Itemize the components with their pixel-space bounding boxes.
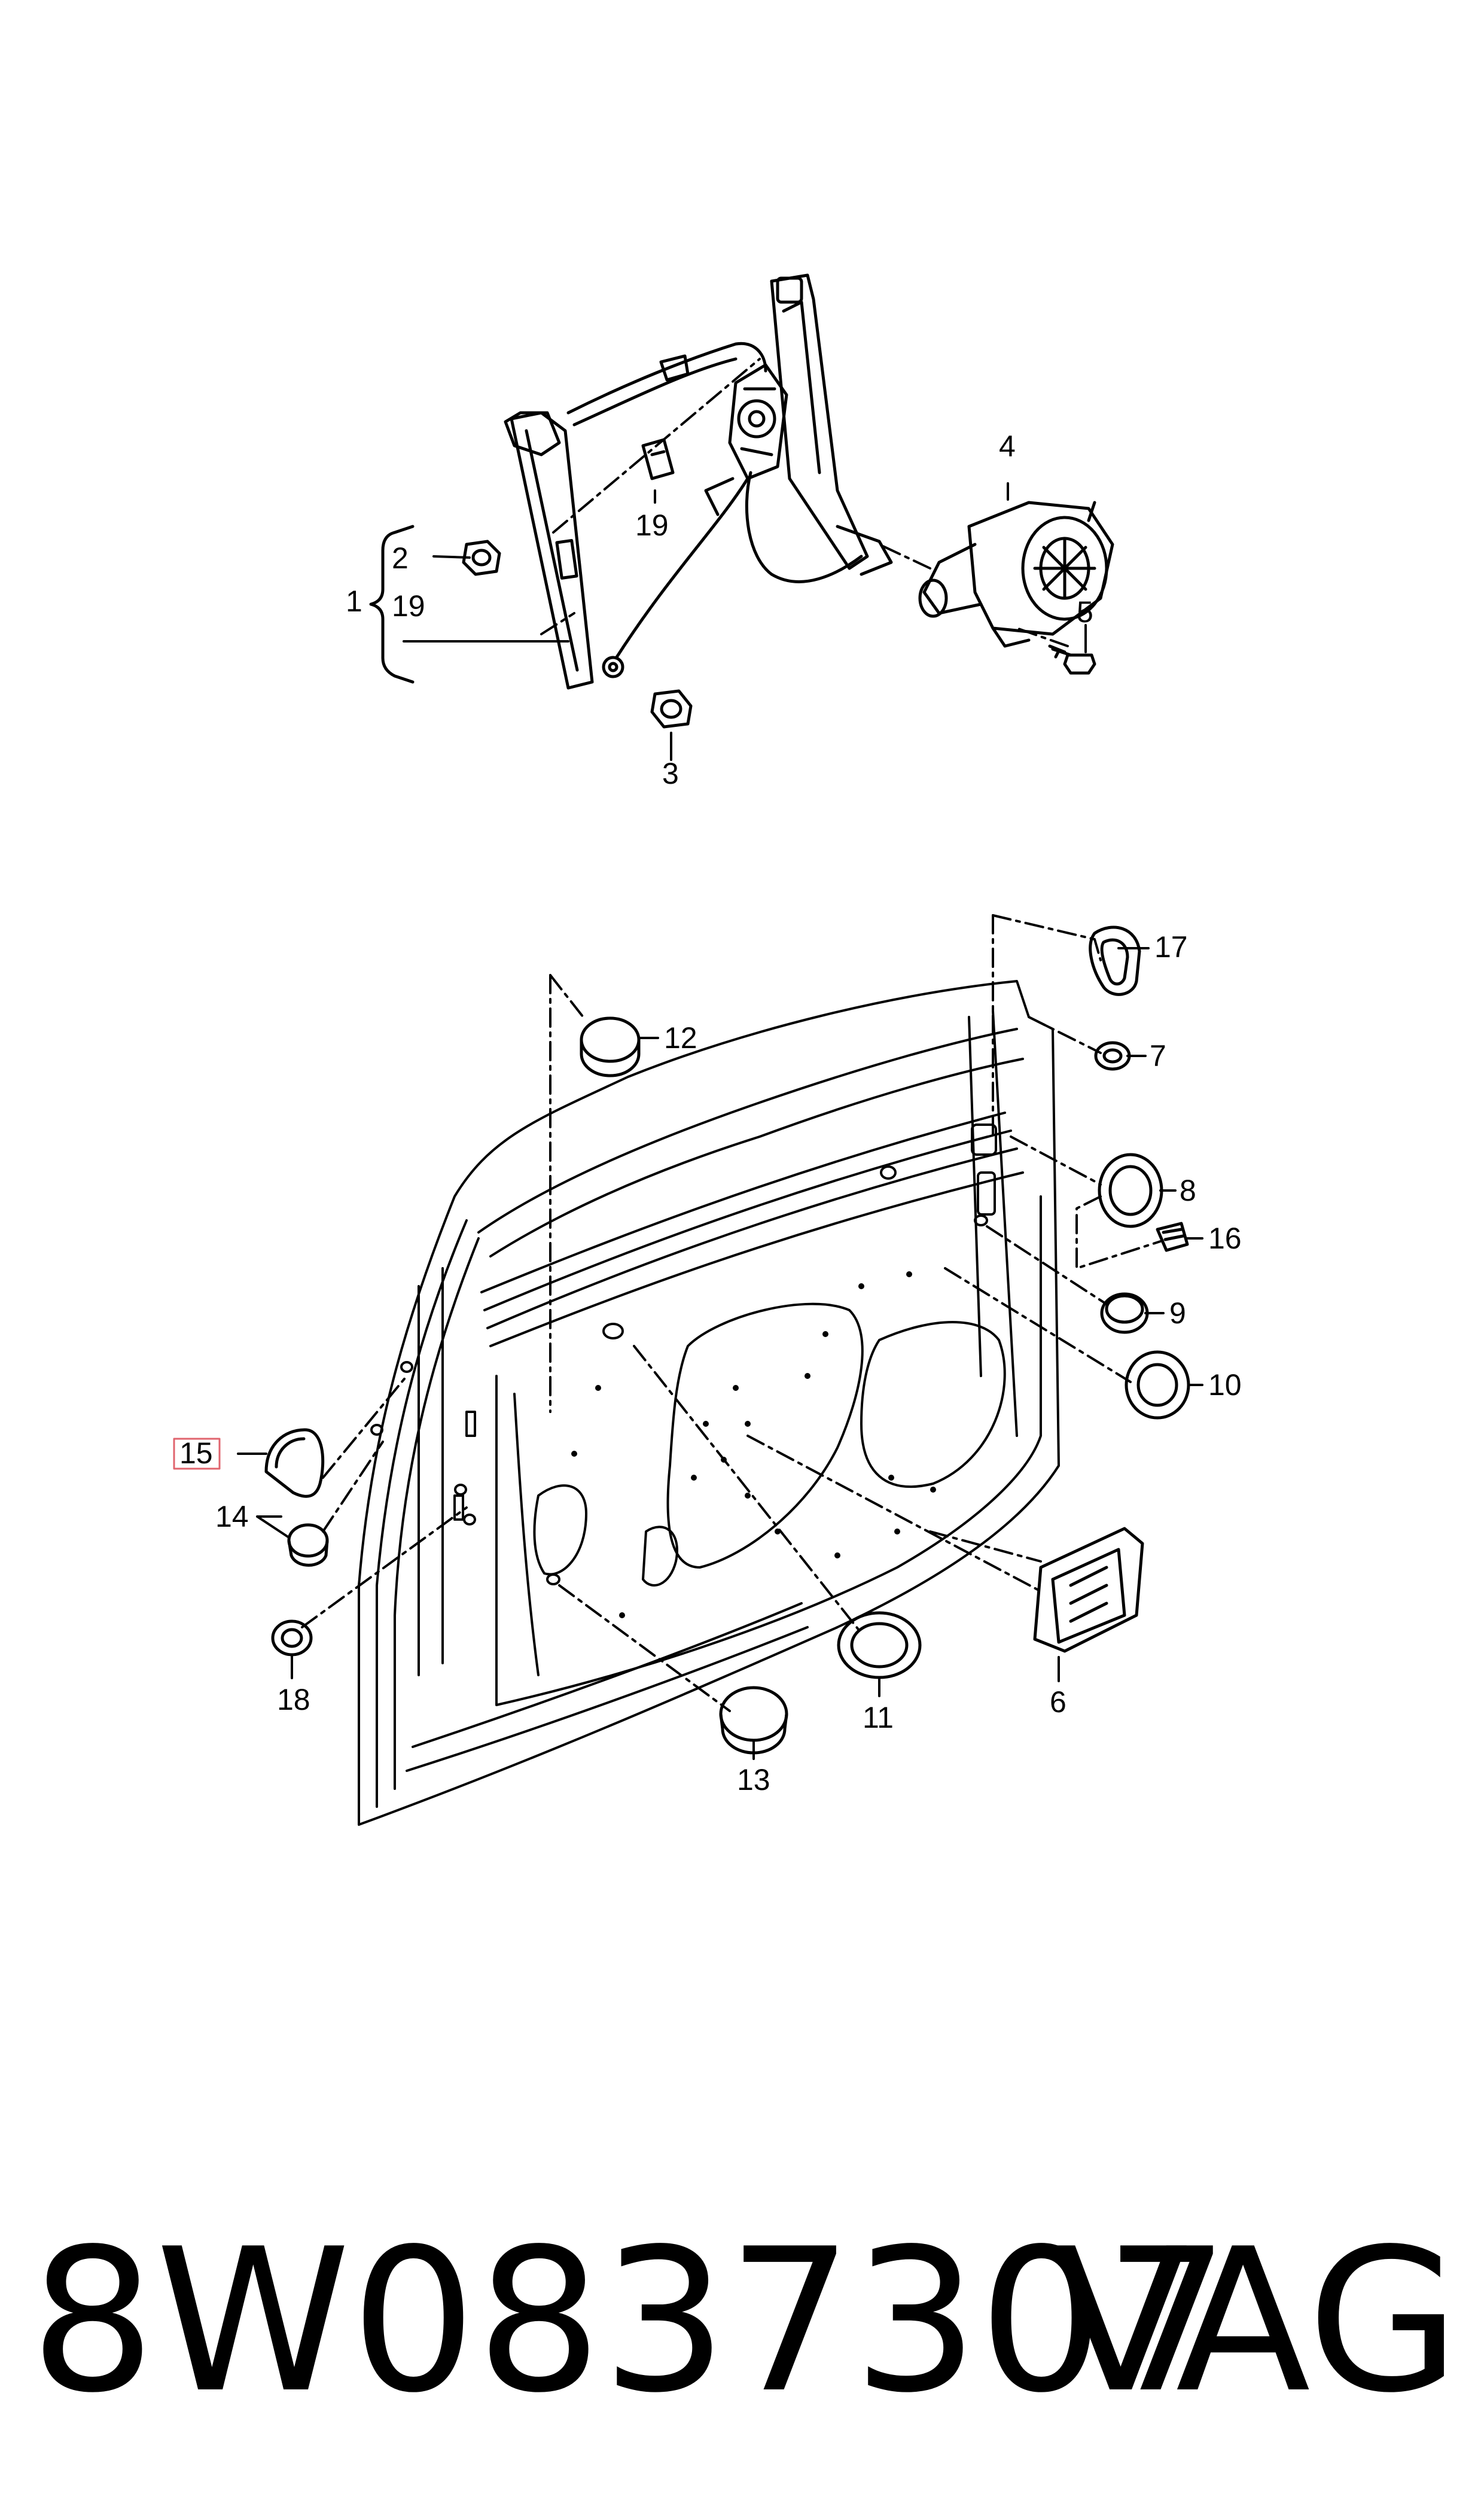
trim-cap-15	[264, 1428, 325, 1498]
grommet-7	[1094, 1041, 1131, 1071]
brand-label: VAG	[1053, 2206, 1460, 2436]
control-module-6	[1033, 1527, 1144, 1653]
callout-17: 17	[1154, 930, 1188, 964]
callout-9: 9	[1169, 1296, 1186, 1330]
grommet-11	[837, 1611, 922, 1679]
callout-11: 11	[863, 1701, 894, 1734]
window-motor	[918, 501, 1114, 648]
callout-15: 15	[179, 1436, 213, 1470]
callout-12: 12	[664, 1021, 697, 1055]
callout-14: 14	[215, 1500, 249, 1533]
plug-9	[1100, 1292, 1149, 1334]
parts-diagram: 1 2 19 19 3 4 5 17 12 7 8 16 9 10 15 14 …	[173, 273, 1242, 1826]
screw-5	[1048, 644, 1096, 675]
plug-14	[287, 1523, 329, 1567]
callout-15-highlight	[173, 1438, 221, 1470]
callout-6: 6	[1050, 1685, 1066, 1719]
clip-16	[1156, 1222, 1189, 1252]
callout-3: 3	[662, 757, 679, 790]
plug-12	[580, 1016, 641, 1077]
door-shell	[358, 980, 1060, 1826]
callout-13: 13	[737, 1763, 770, 1797]
callout-18: 18	[277, 1683, 310, 1716]
callout-1: 1	[346, 584, 362, 618]
nut-2	[462, 540, 501, 576]
callout-5: 5	[1077, 595, 1093, 629]
grommet-8	[1098, 1153, 1163, 1228]
callout-10: 10	[1208, 1368, 1242, 1402]
callout-19-left: 19	[392, 589, 425, 623]
window-regulator-assembly	[504, 273, 893, 690]
callout-7: 7	[1150, 1039, 1166, 1073]
part-number: 8W0837307	[30, 2206, 1230, 2436]
callout-2: 2	[392, 541, 409, 575]
grommet-10	[1125, 1350, 1190, 1420]
callout-labels: 1 2 19 19 3 4 5 17 12 7 8 16 9 10 15 14 …	[179, 430, 1242, 1797]
callout-16: 16	[1208, 1222, 1242, 1255]
nut-3	[650, 689, 693, 729]
callout-19-top: 19	[635, 509, 669, 542]
bracket-1	[369, 525, 415, 684]
callout-8: 8	[1180, 1174, 1196, 1207]
grommet-17	[1089, 925, 1141, 996]
leader-lines	[237, 358, 1203, 1760]
callout-4: 4	[999, 430, 1016, 463]
